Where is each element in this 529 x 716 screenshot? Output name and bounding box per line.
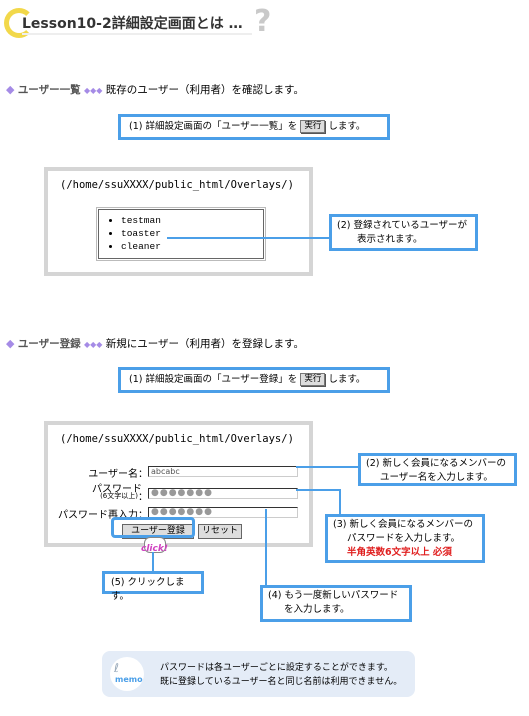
password-colon: ： [138, 492, 148, 503]
password-note: (6文字以上) [100, 492, 138, 500]
hand-pointer-icon [144, 537, 166, 553]
memo-icon-label: memo [115, 675, 143, 684]
diamonds-icon: ◆◆◆ [83, 86, 103, 95]
step1-callout-register: (1) 詳細設定画面の「ユーザー登録」を 実行 します。 [118, 367, 390, 393]
step3-text: (3) 新しく会員になるメンバーの [333, 519, 473, 530]
step4-callout: (4) もう一度新しいパスワード を入力します。 [260, 585, 412, 622]
memo-icon: ℓ memo [110, 657, 144, 691]
step4-text: (4) もう一度新しいパスワード [268, 590, 399, 601]
page-title: Lesson10-2詳細設定画面とは … [22, 16, 243, 32]
swirl-icon: ℓ [114, 661, 119, 675]
exec-button[interactable]: 実行 [300, 120, 326, 133]
step2-text-2: ユーザー名を入力します。 [380, 472, 493, 483]
memo-text: パスワードは各ユーザーごとに設定することができます。 既に登録しているユーザー名… [160, 661, 402, 689]
section-desc: 既存のユーザー（利用者）を確認します。 [105, 84, 305, 96]
title-underline [22, 33, 252, 35]
connector-line [296, 466, 358, 468]
list-item: testman [121, 214, 263, 227]
user-list-panel: (/home/ssuXXXX/public_html/Overlays/) te… [44, 167, 313, 276]
memo-line: パスワードは各ユーザーごとに設定することができます。 [160, 663, 393, 673]
diamond-icon: ◆ [6, 83, 15, 96]
connector-line [296, 489, 340, 491]
password-confirm-label: パスワード再入力： [58, 510, 148, 521]
connector-line [339, 489, 341, 514]
section-title: ユーザー登録 [17, 338, 81, 350]
step2-callout-register: (2) 新しく会員になるメンバーの ユーザー名を入力します。 [358, 453, 517, 486]
password-requirement: 半角英数6文字以上 必須 [347, 547, 452, 558]
exec-button[interactable]: 実行 [300, 373, 326, 386]
username-input[interactable]: abcabc [148, 466, 298, 477]
connector-line [167, 237, 329, 239]
step1-text: (1) 詳細設定画面の「ユーザー登録」を [129, 374, 298, 385]
question-mark-icon: ? [254, 4, 272, 39]
list-item: cleaner [121, 240, 263, 253]
step2-text: (2) 登録されているユーザーが [337, 220, 468, 231]
step5-callout: (5) クリックします。 [102, 571, 204, 602]
step2-text: (2) 新しく会員になるメンバーの [366, 458, 506, 469]
step3-text-2: パスワードを入力します。 [347, 533, 461, 544]
password-label: パスワード [92, 484, 142, 495]
user-list-box: testman toaster cleaner [96, 207, 266, 261]
list-item: toaster [121, 227, 263, 240]
step4-text-2: を入力します。 [284, 604, 350, 615]
connector-line [265, 509, 267, 585]
step2-callout: (2) 登録されているユーザーが 表示されます。 [329, 214, 478, 251]
section-heading-user-list: ◆ ユーザー一覧 ◆◆◆ 既存のユーザー（利用者）を確認します。 [6, 82, 304, 97]
memo-line: 既に登録しているユーザー名と同じ名前は利用できません。 [160, 677, 403, 687]
register-form-panel: (/home/ssuXXXX/public_html/Overlays/) ユー… [44, 421, 313, 547]
panel-path: (/home/ssuXXXX/public_html/Overlays/) [60, 433, 294, 445]
step1-callout: (1) 詳細設定画面の「ユーザー一覧」を 実行 します。 [118, 114, 390, 140]
password-input[interactable]: ●●●●●●● [148, 488, 298, 499]
section-title: ユーザー一覧 [17, 84, 81, 96]
diamond-icon: ◆ [6, 337, 15, 350]
step1-text-post: します。 [328, 121, 366, 132]
step1-text-post: します。 [328, 374, 366, 385]
submit-highlight [111, 517, 195, 538]
section-desc: 新規にユーザー（利用者）を登録します。 [105, 338, 305, 350]
password-confirm-input[interactable]: ●●●●●●● [148, 507, 298, 518]
lesson-circle-decoration [4, 8, 34, 38]
diamonds-icon: ◆◆◆ [83, 340, 103, 349]
panel-path: (/home/ssuXXXX/public_html/Overlays/) [60, 179, 294, 191]
memo-box: ℓ memo パスワードは各ユーザーごとに設定することができます。 既に登録して… [102, 651, 415, 697]
connector-line [152, 552, 154, 572]
step3-callout: (3) 新しく会員になるメンバーの パスワードを入力します。 半角英数6文字以上… [325, 514, 485, 563]
username-label: ユーザー名： [88, 469, 148, 480]
step2-text-2: 表示されます。 [357, 234, 423, 245]
section-heading-user-register: ◆ ユーザー登録 ◆◆◆ 新規にユーザー（利用者）を登録します。 [6, 336, 304, 351]
reset-button[interactable]: リセット [198, 524, 242, 539]
step5-text: (5) クリックします。 [111, 577, 185, 602]
click-label: click! [141, 544, 168, 554]
step1-text: (1) 詳細設定画面の「ユーザー一覧」を [129, 121, 298, 132]
